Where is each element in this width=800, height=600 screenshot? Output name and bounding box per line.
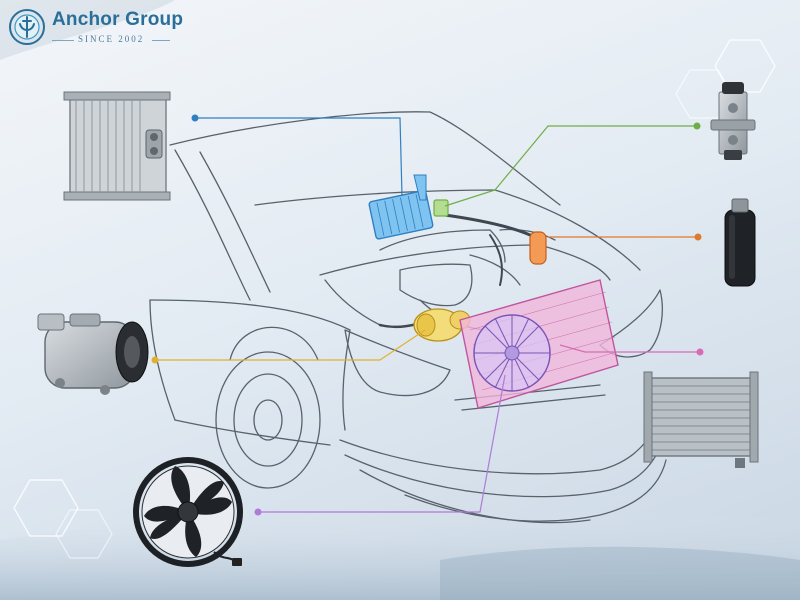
fan-leader bbox=[258, 374, 506, 513]
tagline-rule-left bbox=[52, 40, 74, 41]
evaporator-leader bbox=[195, 117, 403, 197]
leader-dots bbox=[151, 114, 704, 516]
evaporator-highlight bbox=[368, 174, 434, 240]
compressor-leader bbox=[155, 329, 426, 361]
hexagon-decor bbox=[55, 509, 113, 559]
expansion-valve-icon bbox=[710, 82, 756, 160]
leader-lines bbox=[155, 117, 700, 513]
hexagon-decor bbox=[675, 69, 733, 119]
hexagon-decor bbox=[13, 479, 79, 537]
tagline-rule-right bbox=[152, 40, 170, 41]
condenser-icon bbox=[643, 371, 759, 468]
compressor-icon bbox=[37, 313, 149, 395]
hexagon-decor bbox=[714, 39, 776, 93]
receiver-drier-icon bbox=[724, 198, 756, 287]
anchor-logo-icon bbox=[9, 9, 45, 45]
brand-logo[interactable]: Anchor Group SINCE 2002 bbox=[0, 0, 183, 54]
condenser-leader bbox=[559, 344, 700, 353]
expansion-valve-highlight bbox=[433, 199, 449, 217]
expansion-valve-leader bbox=[444, 125, 697, 207]
brand-name: Anchor Group bbox=[52, 9, 184, 30]
receiver-drier-highlight bbox=[529, 231, 547, 265]
brand-tagline: SINCE 2002 bbox=[78, 34, 145, 44]
evaporator-icon bbox=[63, 91, 171, 201]
cooling-fan-icon bbox=[133, 457, 243, 567]
fan-highlight bbox=[473, 314, 551, 392]
